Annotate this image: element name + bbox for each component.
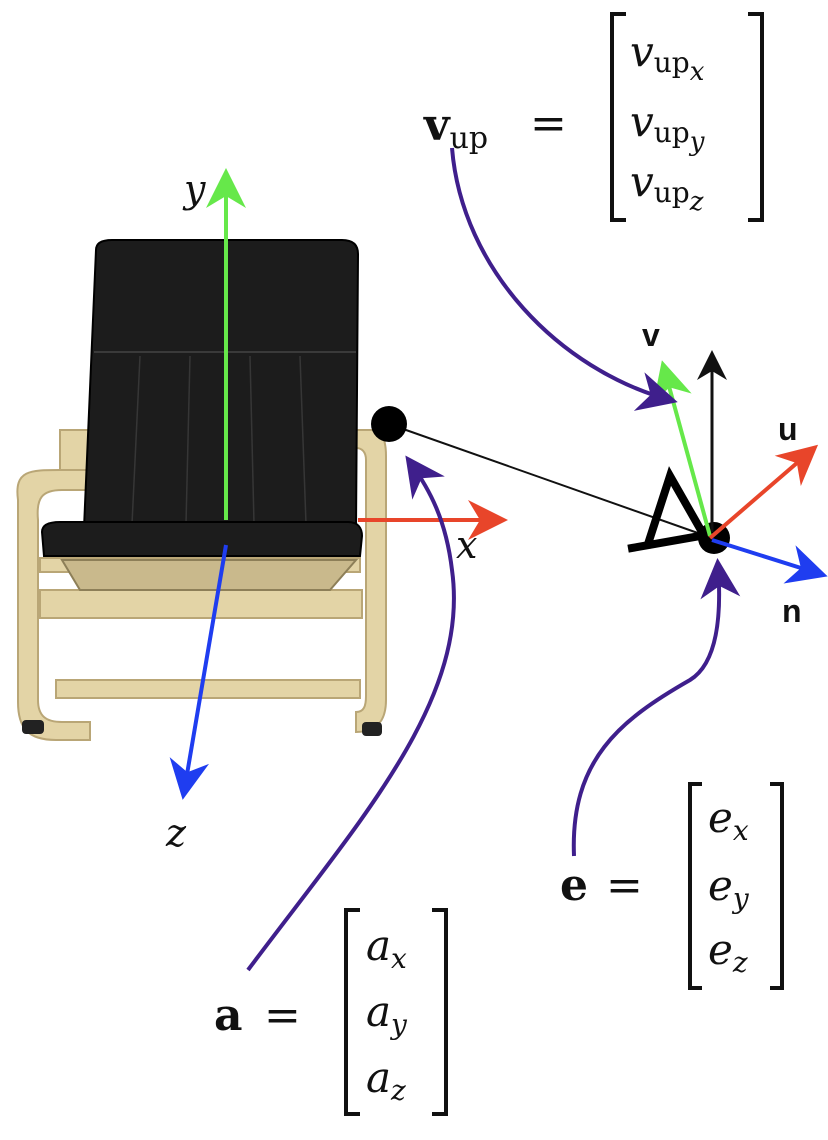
vup-equation: vup = vupx vupy vupz [423,12,764,222]
camera-frame: v u n [627,317,828,629]
vup-entry-z: vupz [630,157,704,217]
vup-symbol: vup [423,100,488,156]
chair-back-cushion [82,239,360,529]
eye-equals: = [606,860,643,911]
at-entry-z: az [366,1053,406,1107]
camera-v-label: v [642,317,660,353]
chair-foot-left [22,720,44,734]
vup-entry-x: vupx [630,27,705,87]
look-at-point [371,406,407,442]
at-symbol: a [214,990,243,1041]
vup-equals: = [530,98,567,149]
camera-n-label: n [782,593,802,629]
camera-n-axis [711,538,828,584]
vup-left-bracket [610,12,626,222]
chair-wood-frame [16,429,387,741]
chair-illustration [16,239,387,741]
eye-entry-y: ey [708,861,750,915]
world-y-label: y [182,167,206,211]
at-equation: a = ax ay az [214,908,448,1116]
world-z-axis [169,544,228,800]
eye-right-bracket [770,782,784,990]
at-right-bracket [432,908,448,1116]
at-pointer-curve [246,455,456,972]
annotation-curves [246,147,741,972]
eye-entry-z: ez [708,925,748,979]
vup-pointer-curve [450,147,678,411]
at-entry-x: ax [366,921,407,975]
eye-entry-x: ex [708,793,749,847]
world-axes: y x z [165,167,508,855]
camera-u-label: u [778,411,798,447]
eye-symbol: e [560,860,588,911]
vup-entry-y: vupy [630,97,705,157]
at-left-bracket [344,908,360,1116]
chair-foot-right [362,722,382,736]
eye-pointer-curve [571,558,741,857]
at-equals: = [264,990,301,1041]
vup-right-bracket [748,12,764,222]
eye-equation: e = ex ey ez [560,782,784,990]
world-z-label: z [165,811,187,855]
world-x-label: x [456,523,477,567]
chair-cushion-stitches [131,355,307,525]
chair-seat-sling [60,559,359,591]
eye-icon [627,466,708,553]
at-entry-y: ay [366,987,408,1041]
chair-seat-cushion [40,521,364,557]
camera-u-axis [708,444,819,540]
eye-left-bracket [688,782,702,990]
